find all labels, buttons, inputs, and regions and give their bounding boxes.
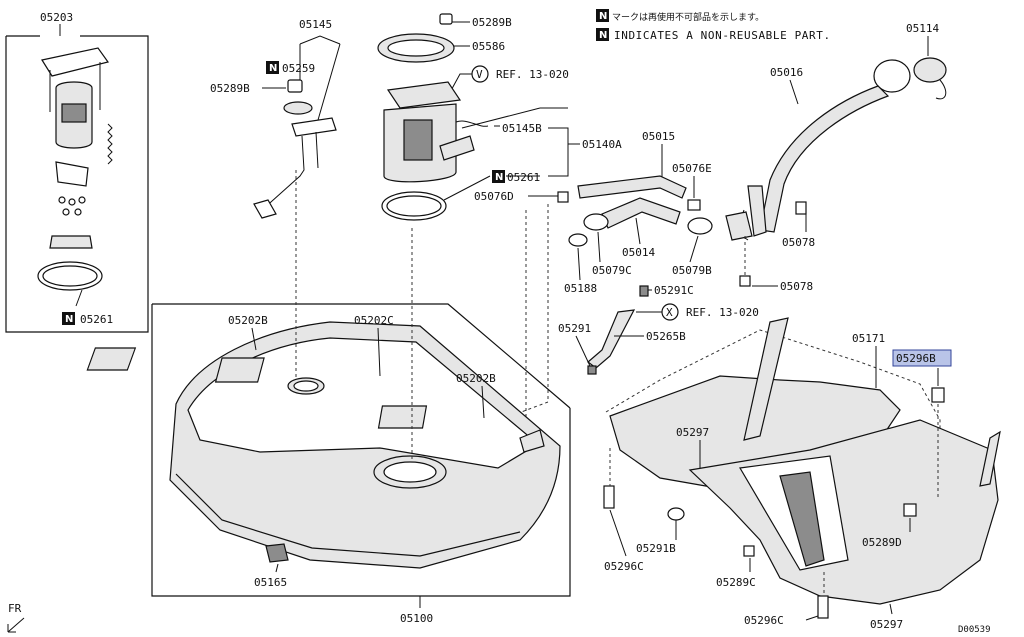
legend-japanese: マークは再使用不可部品を示します。	[612, 11, 764, 23]
label-05291: 05291	[558, 322, 591, 335]
hose-05014	[601, 197, 681, 229]
pump-module-assembly: 05289B 05586 V REF. 13-020 05145B 05140A…	[377, 13, 622, 221]
pump-kit-frame: 05203 N 05261	[5, 11, 149, 333]
highlight-05296b	[892, 349, 952, 367]
fuel-tank: 05100 05202B 05202C 05202B 05165	[86, 170, 571, 625]
label-05202b-a: 05202B	[228, 314, 268, 327]
gasket-ring	[37, 261, 103, 291]
spring	[107, 123, 113, 165]
n-mark-box	[596, 9, 609, 22]
tank-protector: 05171 05296B 05297 05289D 05296C 05291B …	[603, 317, 1001, 631]
fr-label: FR	[8, 602, 22, 615]
label-05289c: 05289C	[716, 576, 756, 589]
module-gasket	[381, 191, 447, 221]
legend: N マークは再使用不可部品を示します。 N INDICATES A NON-RE…	[596, 9, 831, 42]
label-05114: 05114	[906, 22, 939, 35]
label-05188: 05188	[564, 282, 597, 295]
label-05296c-b: 05296C	[744, 614, 784, 627]
label-05100: 05100	[400, 612, 433, 625]
label-05079b: 05079B	[672, 264, 712, 277]
label-05076d: 05076D	[474, 190, 514, 203]
ref-v-label: REF. 13-020	[496, 68, 569, 81]
label-05291b: 05291B	[636, 542, 676, 555]
n-mark-box	[596, 28, 609, 41]
filler-neck: 05114 05016 05078 05078	[725, 22, 947, 293]
filter	[49, 235, 93, 249]
svg-text:N: N	[495, 172, 503, 183]
label-05296c-a: 05296C	[604, 560, 644, 573]
label-05145: 05145	[299, 18, 332, 31]
label-05289b-top: 05289B	[472, 16, 512, 29]
float	[253, 199, 277, 219]
front-direction-indicator: FR	[7, 602, 25, 633]
label-05297-b: 05297	[870, 618, 903, 631]
ref-x-label: REF. 13-020	[686, 306, 759, 319]
hose-05265b	[587, 309, 636, 369]
label-05586: 05586	[472, 40, 505, 53]
label-05015: 05015	[642, 130, 675, 143]
fr-arrow-icon	[7, 617, 25, 633]
label-05261-left: 05261	[80, 313, 113, 326]
label-05289b-left: 05289B	[210, 82, 250, 95]
label-05014: 05014	[622, 246, 655, 259]
label-05297-a: 05297	[676, 426, 709, 439]
label-05078-a: 05078	[782, 236, 815, 249]
label-05140a: 05140A	[582, 138, 622, 151]
label-05291c: 05291C	[654, 284, 694, 297]
label-05016: 05016	[770, 66, 803, 79]
svg-text:N: N	[269, 63, 277, 74]
label-05261-mid: 05261	[507, 171, 540, 184]
fuel-level-sender: 05145 N 05259 05289B	[210, 18, 341, 219]
sender-plate	[291, 117, 337, 137]
label-05165: 05165	[254, 576, 287, 589]
label-05171: 05171	[852, 332, 885, 345]
label-05289d: 05289D	[862, 536, 902, 549]
filler-pipe	[759, 85, 890, 233]
diagram-id: D00539	[958, 625, 991, 635]
n-mark-letter: N	[599, 11, 607, 22]
label-05203: 05203	[40, 11, 73, 24]
svg-text:X: X	[666, 306, 673, 319]
fuel-cap	[913, 57, 947, 83]
label-05259: 05259	[282, 62, 315, 75]
hose-05015	[577, 175, 687, 199]
part-05165	[265, 543, 289, 563]
label-05202c: 05202C	[354, 314, 394, 327]
label-05265b: 05265B	[646, 330, 686, 343]
pump-flange	[41, 47, 110, 77]
strap	[743, 317, 789, 441]
pump-bracket	[55, 161, 89, 187]
n-mark-letter: N	[599, 30, 607, 41]
svg-text:V: V	[476, 68, 483, 81]
strap-right	[979, 430, 1001, 487]
svg-text:N: N	[65, 314, 73, 325]
label-05296b: 05296B	[896, 352, 936, 365]
label-05079c: 05079C	[592, 264, 632, 277]
hoses: 05015 05076D 05076E 05014 05079C 05079B …	[474, 130, 759, 421]
label-05145b: 05145B	[502, 122, 542, 135]
legend-english: INDICATES A NON-REUSABLE PART.	[614, 29, 831, 42]
label-05078-b: 05078	[780, 280, 813, 293]
pump-motor	[61, 103, 87, 123]
label-05202b-b: 05202B	[456, 372, 496, 385]
label-05076e: 05076E	[672, 162, 712, 175]
